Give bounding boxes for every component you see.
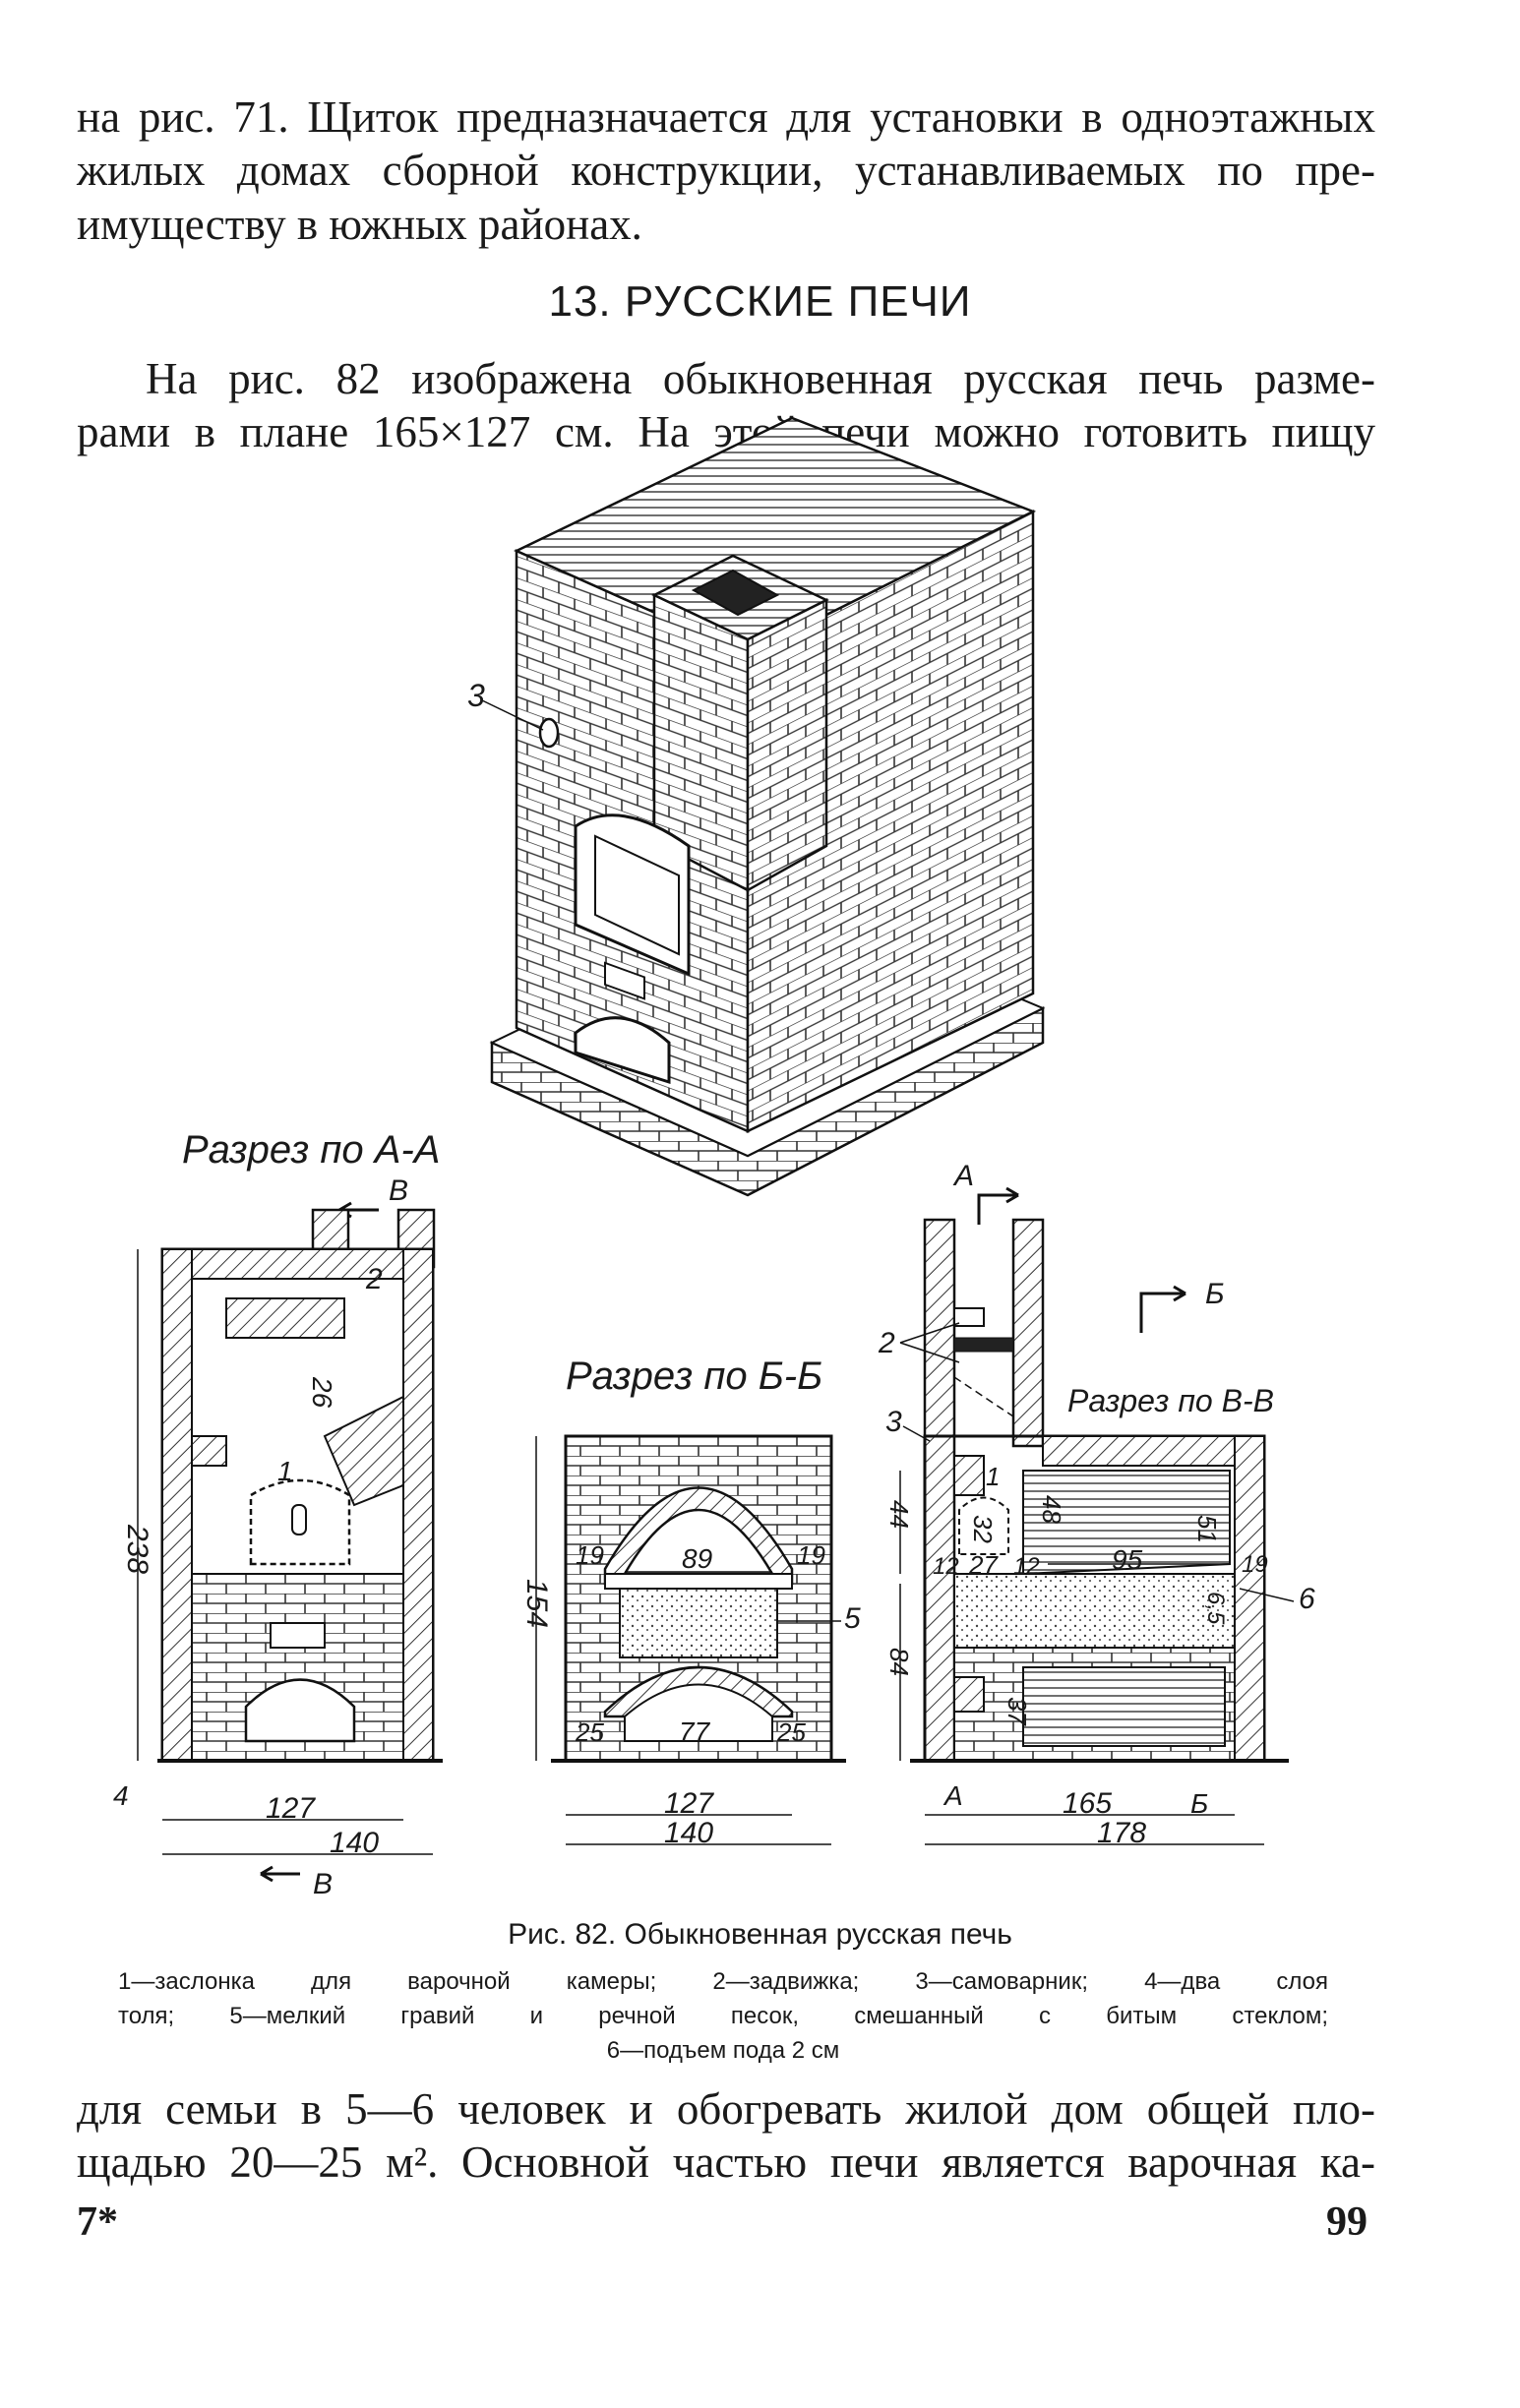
signature-mark: 7* [77, 2199, 118, 2245]
dim-89: 89 [682, 1543, 712, 1574]
section-vv: А Б Разрез по В-В [878, 1160, 1315, 1849]
text-line: на рис. 71. Щиток предназначается для ус… [77, 92, 1375, 142]
isometric-view: 3 [467, 416, 1046, 1197]
dim-77: 77 [679, 1716, 711, 1747]
label-2: 2 [365, 1263, 383, 1295]
dim-26: 26 [307, 1376, 337, 1409]
marker-b-bottom: Б [1190, 1788, 1208, 1819]
label-2-vv: 2 [878, 1327, 895, 1359]
legend-line: 1—заслонка для варочной камеры; 2—задвиж… [118, 1968, 1328, 1995]
text-line: имуществу в южных районах. [77, 199, 642, 249]
section-aa: Разрез по А-А В [113, 1128, 443, 1900]
section-aa-marker-bottom: В [313, 1868, 333, 1900]
dim-19-right: 19 [797, 1540, 825, 1570]
dim-44: 44 [884, 1500, 914, 1529]
text-line: На рис. 82 изображена обыкновенная русск… [146, 354, 1375, 403]
section-bb-title: Разрез по Б-Б [566, 1354, 822, 1398]
marker-b-top: Б [1205, 1278, 1225, 1310]
label-6-vv: 6 [1299, 1583, 1315, 1615]
section-aa-marker-top: В [389, 1174, 408, 1207]
dim-178: 178 [1097, 1817, 1146, 1849]
dim-84: 84 [884, 1648, 914, 1676]
dim-12-left: 12 [933, 1553, 959, 1580]
dim-19-left: 19 [576, 1540, 604, 1570]
dim-154: 154 [520, 1579, 553, 1628]
label-5: 5 [844, 1602, 861, 1635]
marker-a-top: А [952, 1160, 974, 1192]
legend-line: 6—подъем пода 2 см [606, 2036, 840, 2064]
label-1: 1 [277, 1456, 293, 1486]
figure-caption: Рис. 82. Обыкновенная русская печь [508, 1918, 1012, 1951]
dim-48: 48 [1037, 1495, 1066, 1524]
dim-12-right: 12 [1013, 1553, 1040, 1580]
dim-27: 27 [968, 1550, 999, 1580]
figure-legend: 1—заслонка для варочной камеры; 2—задвиж… [118, 1965, 1328, 2068]
dim-140: 140 [330, 1827, 379, 1859]
section-aa-title: Разрез по А-А [182, 1128, 440, 1172]
dim-165: 165 [1063, 1787, 1112, 1820]
dim-127: 127 [266, 1792, 316, 1825]
text-line: для семьи в 5—6 человек и обогревать жил… [77, 2084, 1375, 2134]
section-vv-title: Разрез по В-В [1067, 1383, 1274, 1418]
dim-95: 95 [1112, 1544, 1143, 1575]
intro-paragraph: На рис. 82 изображена обыкновенная русск… [77, 352, 1375, 459]
label-4: 4 [113, 1780, 129, 1811]
dim-25-right: 25 [776, 1717, 806, 1747]
dim-25-left: 25 [575, 1717, 604, 1747]
section-heading: 13. РУССКИЕ ПЕЧИ [548, 277, 972, 326]
legend-line: толя; 5—мелкий гравий и речной песок, см… [118, 2002, 1328, 2029]
section-bb: Разрез по Б-Б 154 19 89 19 5 25 77 25 [520, 1354, 861, 1849]
dim-127-bb: 127 [664, 1787, 714, 1820]
top-paragraph: на рис. 71. Щиток предназначается для ус… [77, 90, 1375, 251]
bottom-paragraph: для семьи в 5—6 человек и обогревать жил… [77, 2082, 1375, 2190]
text-line: щадью 20—25 м². Основной частью печи явл… [77, 2137, 1375, 2188]
text-line: жилых домах сборной конструкции, устанав… [77, 146, 1375, 196]
dim-51: 51 [1192, 1515, 1222, 1543]
page-number: 99 [1326, 2199, 1368, 2245]
dim-140-bb: 140 [664, 1817, 713, 1849]
iso-label-3: 3 [467, 678, 485, 713]
dim-37: 37 [1003, 1697, 1032, 1726]
dim-32: 32 [968, 1515, 998, 1543]
dim-238: 238 [121, 1524, 153, 1574]
label-1-vv: 1 [986, 1462, 1000, 1491]
dim-6-5: 6,5 [1202, 1592, 1229, 1625]
label-3-vv: 3 [885, 1406, 902, 1438]
dim-19-vv: 19 [1242, 1551, 1268, 1578]
marker-a-bottom: А [942, 1780, 963, 1811]
